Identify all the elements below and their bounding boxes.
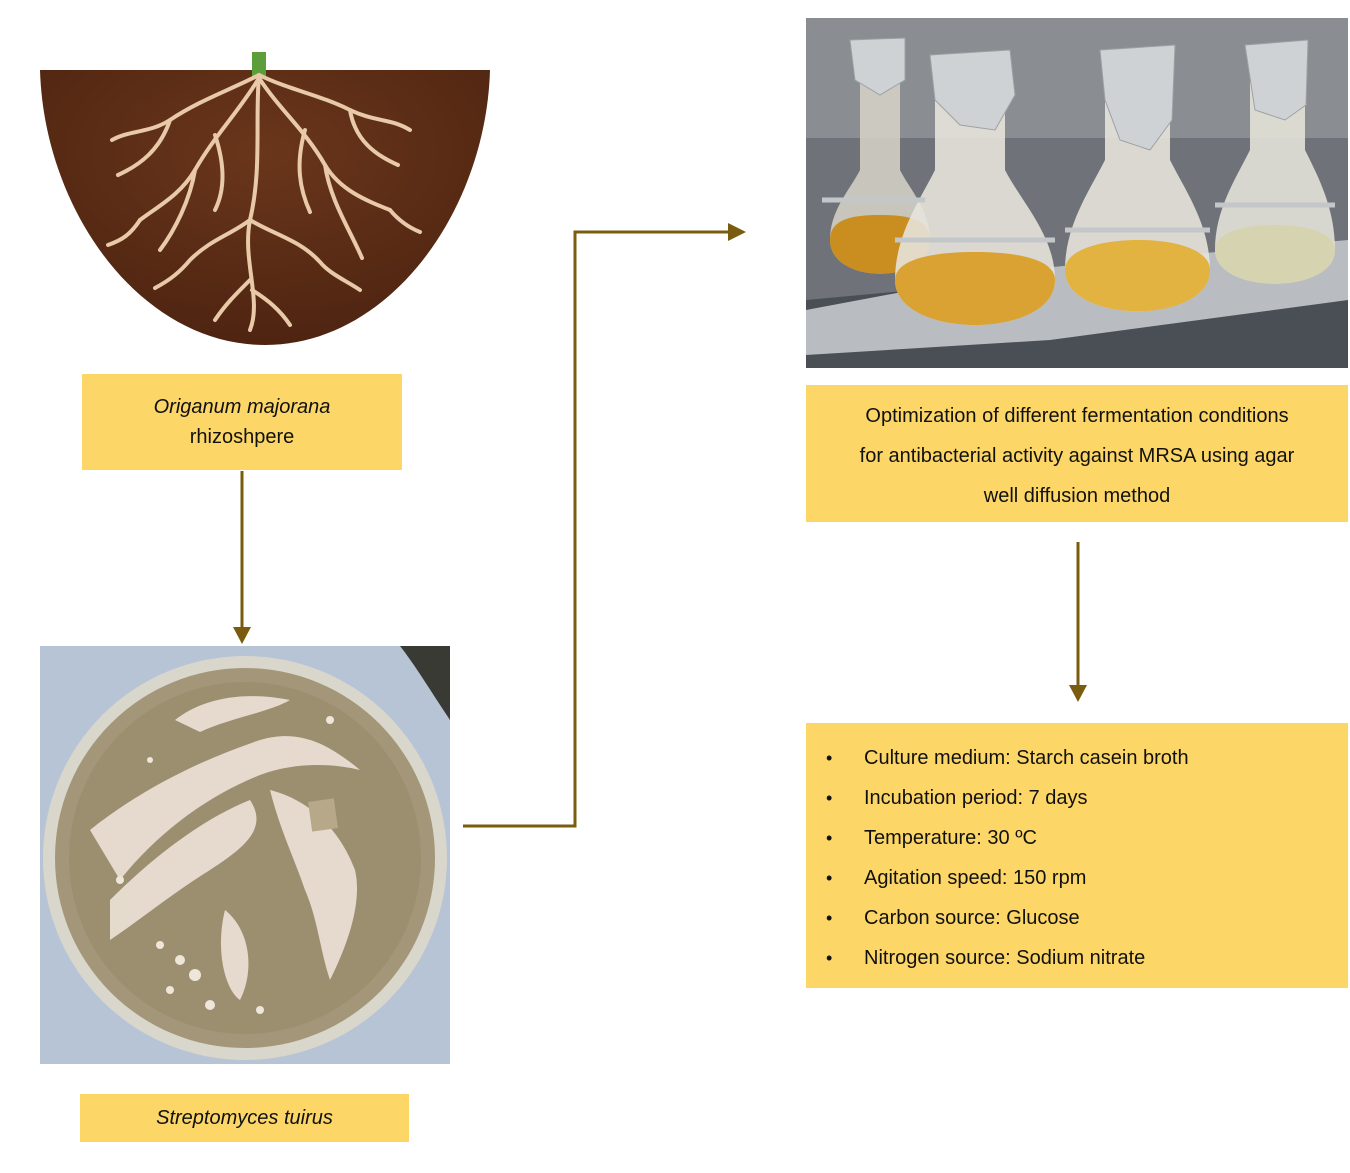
bullet-icon: • bbox=[826, 747, 833, 768]
plant-stem bbox=[252, 52, 266, 76]
condition-text: Temperature: 30 ºC bbox=[864, 826, 1037, 849]
bullet-icon: • bbox=[826, 947, 833, 968]
condition-item: • Temperature: 30 ºC bbox=[826, 818, 1348, 858]
roots bbox=[106, 73, 422, 332]
condition-text: Agitation speed: 150 rpm bbox=[864, 866, 1087, 889]
conditions-box: • Culture medium: Starch casein broth • Inc… bbox=[806, 723, 1348, 988]
arrowhead-right bbox=[728, 223, 746, 241]
condition-item: • Agitation speed: 150 rpm bbox=[826, 858, 1348, 898]
arrowhead-down-2 bbox=[1069, 685, 1087, 702]
source-habitat: rhizoshpere bbox=[189, 426, 295, 448]
organism-name: Streptomyces tuirus bbox=[156, 1107, 333, 1129]
optimization-line-3: well diffusion method bbox=[983, 484, 1171, 507]
colony-dots bbox=[116, 716, 334, 1014]
condition-text: Culture medium: Starch casein broth bbox=[864, 746, 1189, 769]
bullet-icon: • bbox=[826, 867, 833, 888]
arrowhead-down-1 bbox=[233, 627, 251, 644]
petri-dish-photo bbox=[40, 646, 450, 1064]
condition-item: • Incubation period: 7 days bbox=[826, 778, 1348, 818]
conditions-list: • Culture medium: Starch casein broth • Inc… bbox=[826, 738, 1348, 978]
optimization-box: Optimization of different fermentation c… bbox=[806, 385, 1348, 522]
bullet-icon: • bbox=[826, 907, 833, 928]
connectors bbox=[240, 230, 1080, 828]
organism-box: Streptomyces tuirus bbox=[80, 1094, 409, 1142]
arrow-dish-to-flasks bbox=[463, 230, 730, 828]
condition-text: Nitrogen source: Sodium nitrate bbox=[864, 946, 1146, 969]
condition-item: • Culture medium: Starch casein broth bbox=[826, 738, 1348, 778]
flasks-photo bbox=[806, 18, 1348, 368]
condition-text: Carbon source: Glucose bbox=[864, 906, 1080, 929]
bullet-icon: • bbox=[826, 787, 833, 808]
colony-streaks bbox=[90, 696, 360, 1000]
condition-item: • Carbon source: Glucose bbox=[826, 898, 1348, 938]
soil-shape bbox=[40, 70, 490, 345]
condition-item: • Nitrogen source: Sodium nitrate bbox=[826, 938, 1348, 978]
source-species: Origanum majorana bbox=[153, 396, 331, 418]
source-box: Origanum majorana rhizoshpere bbox=[82, 374, 402, 470]
bullet-icon: • bbox=[826, 827, 833, 848]
condition-text: Incubation period: 7 days bbox=[864, 786, 1088, 809]
optimization-line-2: for antibacterial activity against MRSA … bbox=[859, 444, 1295, 467]
optimization-line-1: Optimization of different fermentation c… bbox=[865, 404, 1289, 427]
